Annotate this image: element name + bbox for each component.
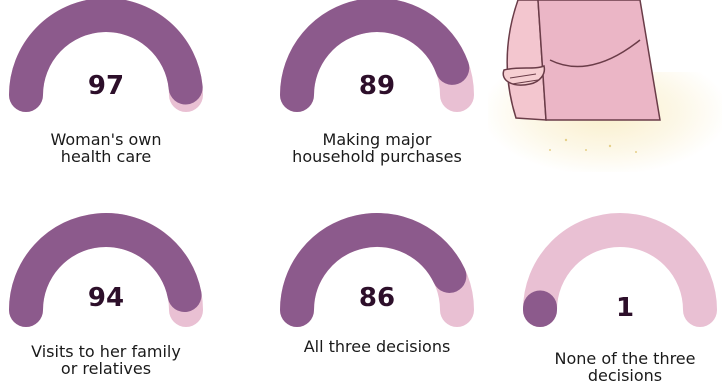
- gauge-value: 94: [87, 283, 125, 313]
- gauge-value: 86: [358, 283, 396, 313]
- gauge-label: None of the three decisions: [554, 349, 696, 385]
- woman-illustration: [502, 0, 661, 153]
- gauge-fill: [9, 0, 203, 112]
- gauge-label: Visits to her family or relatives: [31, 342, 181, 378]
- gauge-value: 1: [615, 293, 635, 323]
- gauge-fill: [280, 0, 470, 112]
- gauge-fill: [280, 213, 467, 327]
- gauge-value: 89: [358, 71, 396, 101]
- gauge-fill: [9, 213, 202, 327]
- gauge-value: 97: [87, 71, 125, 101]
- gauge-track: [523, 213, 717, 327]
- gauge-label: Making major household purchases: [292, 130, 462, 166]
- gauge-label: Woman's own health care: [50, 130, 162, 166]
- gauge-label: All three decisions: [303, 337, 451, 356]
